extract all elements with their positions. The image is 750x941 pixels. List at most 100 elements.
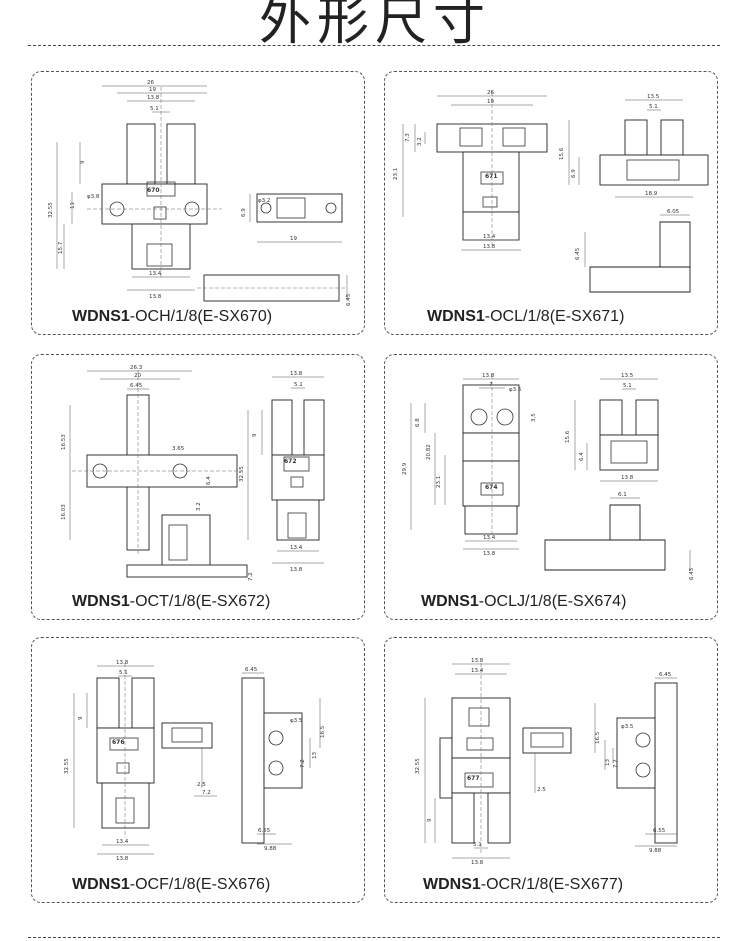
dim-6-45: 6.45	[575, 247, 581, 260]
dim-13-4: 13.4	[290, 545, 303, 551]
dim-7: 7	[489, 382, 493, 388]
badge: 671	[485, 173, 498, 180]
dim-3-5: 3.5	[531, 413, 537, 422]
dim-18-9: 18.9	[645, 191, 658, 197]
panel-e-sx671: 26 19 7.3 3.2 23.1 13.4 13.8 671 13.5 5.…	[384, 71, 718, 335]
model-caption: WDNS1-OCF/1/8(E-SX676)	[72, 876, 270, 894]
dim-13-4: 13.4	[149, 271, 162, 277]
dim-32-55: 32.55	[239, 466, 245, 482]
dim-15-6: 15.6	[565, 430, 571, 443]
dim-phi3-2: φ3.2	[258, 198, 270, 204]
dim-13-8: 13.8	[290, 371, 303, 377]
panel-e-sx676: 13.8 5.1 9 32.55 13.4 13.8 676 2.5 7.2 6…	[31, 637, 365, 903]
dim-7-2-b: 7.2	[300, 759, 306, 768]
model-caption: WDNS1-OCLJ/1/8(E-SX674)	[421, 593, 626, 611]
drawing-e-sx671: 26 19 7.3 3.2 23.1 13.4 13.8 671 13.5 5.…	[393, 90, 709, 293]
model-spec: -OCH/1/8(E-SX670)	[129, 308, 273, 325]
dim-9: 9	[78, 716, 84, 720]
model-caption: WDNS1-OCT/1/8(E-SX672)	[72, 593, 270, 611]
dim-15-7: 15.7	[58, 241, 64, 254]
dim-15-6: 15.6	[559, 147, 565, 160]
model-name: WDNS1	[72, 593, 130, 610]
dim-6-1: 6.1	[618, 492, 627, 498]
dim-6-45: 6.45	[245, 667, 258, 673]
dim-9-88: 9.88	[649, 848, 662, 854]
dim-16-03: 16.03	[61, 504, 67, 520]
dim-6-9: 6.9	[241, 208, 247, 217]
dim-7-3: 7.3	[405, 133, 411, 142]
dim-13-4: 13.4	[483, 535, 496, 541]
badge: 677	[467, 775, 480, 782]
dim-phi3-5: φ3.5	[290, 718, 303, 724]
drawing-e-sx672: 26.3 20 6.45 16.53 16.03 3.65 6.4 3.2 13…	[61, 365, 325, 581]
dim-5-1: 5.1	[294, 382, 303, 388]
drawing-e-sx670: 26 19 13.8 5.1 32.55 9 11 15.7 φ3.8 13.4…	[48, 80, 352, 306]
dim-5-1: 5.1	[150, 106, 159, 112]
dim-6-55: 6.55	[258, 828, 271, 834]
dim-13-8-c: 13.8	[621, 475, 634, 481]
dim-20: 20	[134, 373, 141, 379]
model-name: WDNS1	[72, 876, 130, 893]
dim-19: 19	[149, 87, 156, 93]
dim-6-05: 6.05	[667, 209, 680, 215]
dim-5-1: 5.1	[119, 670, 128, 676]
dim-11: 11	[70, 202, 76, 209]
dim-13-8-b: 13.8	[471, 860, 484, 866]
dim-26-3: 26.3	[130, 365, 143, 371]
panel-e-sx677: 13.8 13.4 32.55 9 5.1 13.8 677 2.5 6.45 …	[384, 637, 718, 903]
dim-13-8: 13.8	[116, 660, 129, 666]
dim-16-5: 16.5	[595, 731, 601, 744]
dim-6-45: 6.45	[130, 383, 143, 389]
model-spec: -OCL/1/8(E-SX671)	[484, 308, 625, 325]
dim-13-4: 13.4	[483, 234, 496, 240]
page-title: 外形尺寸	[258, 0, 491, 52]
dim-9: 9	[80, 160, 86, 164]
dim-7-2: 7.2	[248, 572, 254, 581]
dim-32-55: 32.55	[64, 758, 70, 774]
dim-9: 9	[252, 433, 258, 437]
dim-20-82: 20.82	[426, 444, 432, 460]
dim-13-8: 13.8	[471, 658, 484, 664]
dim-13: 13	[312, 752, 318, 759]
dim-13-4: 13.4	[116, 839, 129, 845]
dim-13-8: 13.8	[147, 95, 160, 101]
dim-phi3-5: φ3.5	[509, 387, 522, 393]
drawing-e-sx677: 13.8 13.4 32.55 9 5.1 13.8 677 2.5 6.45 …	[415, 658, 678, 866]
dim-2-5: 2.5	[197, 782, 206, 788]
badge: 670	[147, 187, 160, 194]
model-spec: -OCR/1/8(E-SX677)	[480, 876, 624, 893]
dim-3-65: 3.65	[172, 446, 185, 452]
dim-29-9: 29.9	[402, 462, 408, 475]
top-divider	[28, 45, 720, 46]
model-caption: WDNS1-OCR/1/8(E-SX677)	[423, 876, 623, 894]
dim-26: 26	[147, 80, 154, 86]
dim-23-1: 23.1	[436, 476, 442, 488]
model-name: WDNS1	[427, 308, 485, 325]
dim-23-1: 23.1	[393, 168, 399, 180]
dim-6-9: 6.9	[571, 169, 577, 178]
dim-3-2: 3.2	[417, 137, 423, 146]
model-caption: WDNS1-OCH/1/8(E-SX670)	[72, 308, 272, 326]
dim-phi3-8: φ3.8	[87, 194, 100, 200]
dim-13-8-b: 13.8	[116, 856, 129, 862]
dim-16-53: 16.53	[61, 434, 67, 450]
dim-32-55: 32.55	[415, 758, 421, 774]
dim-13-8-b: 13.8	[483, 551, 496, 557]
panel-e-sx672: 26.3 20 6.45 16.53 16.03 3.65 6.4 3.2 13…	[31, 354, 365, 620]
dim-16-5: 16.5	[320, 725, 326, 738]
dim-19: 19	[487, 99, 494, 105]
dim-6-8: 6.8	[415, 418, 421, 427]
panel-e-sx674: 13.8 7 φ3.5 6.8 3.5 29.9 20.82 23.1 13.4…	[384, 354, 718, 620]
model-name: WDNS1	[423, 876, 481, 893]
dim-7-2: 7.2	[202, 790, 211, 796]
dim-13-5: 13.5	[647, 94, 660, 100]
dim-26: 26	[487, 90, 494, 96]
model-name: WDNS1	[421, 593, 479, 610]
badge: 674	[485, 484, 498, 491]
dim-13-5: 13.5	[621, 373, 634, 379]
dim-6-45: 6.45	[659, 672, 672, 678]
dim-13-8: 13.8	[482, 373, 495, 379]
model-name: WDNS1	[72, 308, 130, 325]
dim-32-55: 32.55	[48, 202, 54, 218]
model-caption: WDNS1-OCL/1/8(E-SX671)	[427, 308, 624, 326]
